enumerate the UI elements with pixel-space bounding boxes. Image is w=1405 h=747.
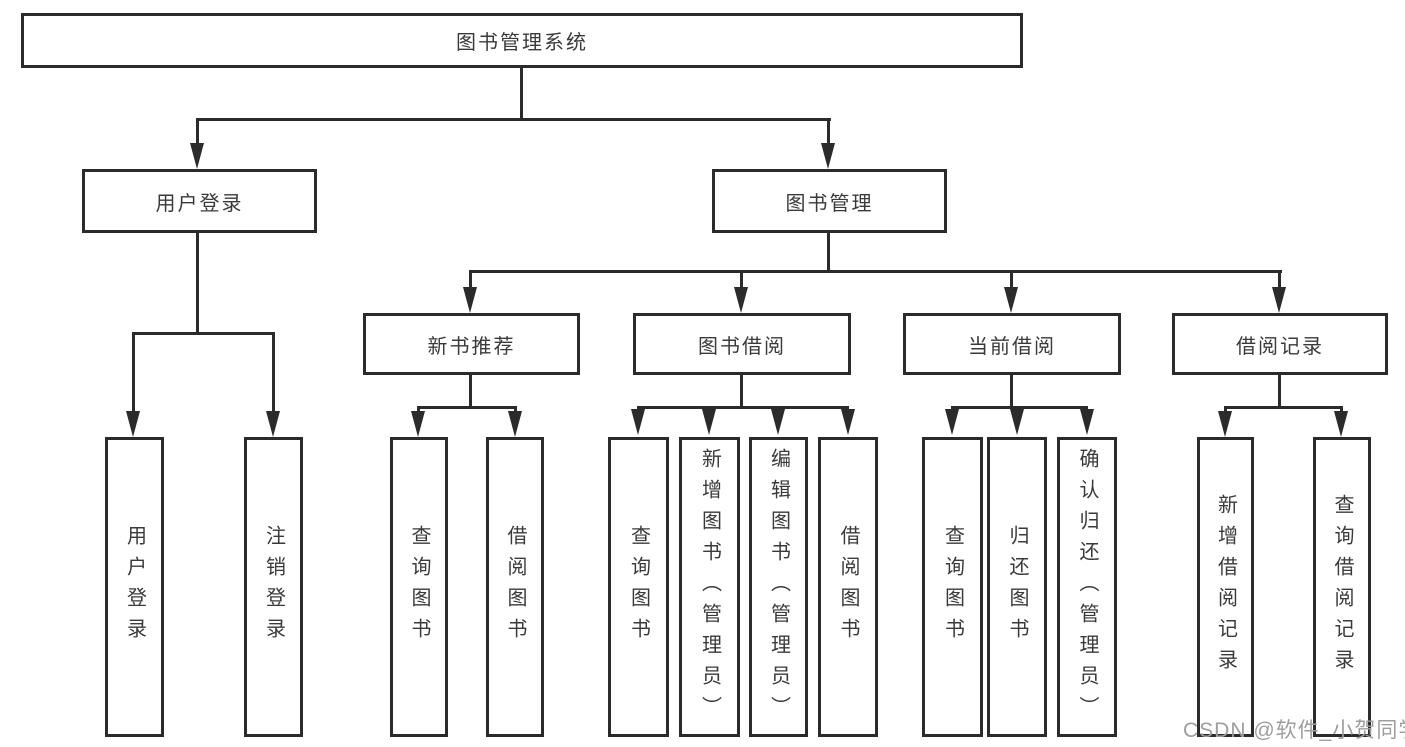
node-root-label: 图书管理系统 — [456, 32, 588, 54]
connector-line — [740, 270, 743, 292]
leaf-query-books-borrowing: 查询图书 — [608, 437, 669, 737]
leaf-return-books-label: 归还图书 — [1006, 525, 1028, 649]
leaf-return-books: 归还图书 — [987, 437, 1047, 737]
leaf-query-books-recommend-label: 查询图书 — [408, 525, 430, 649]
node-current-borrowing: 当前借阅 — [903, 313, 1121, 375]
node-new-book-recommendation: 新书推荐 — [363, 313, 580, 375]
connector-line — [417, 406, 517, 409]
node-current-borrowing-label: 当前借阅 — [968, 335, 1056, 358]
connector-line — [469, 375, 472, 409]
arrow-down-icon — [190, 143, 204, 169]
node-root: 图书管理系统 — [21, 13, 1023, 68]
leaf-add-books-admin-label: 新增图书（管理员） — [698, 447, 721, 727]
node-borrowing-records-label: 借阅记录 — [1236, 335, 1324, 358]
leaf-confirm-return-admin-label: 确认归还（管理员） — [1076, 447, 1098, 727]
arrow-down-icon — [1272, 287, 1286, 313]
arrow-down-icon — [508, 411, 522, 437]
arrow-down-icon — [702, 409, 716, 435]
connector-line — [196, 118, 199, 150]
arrow-down-icon — [821, 143, 835, 169]
leaf-user-login-label: 用户登录 — [123, 525, 146, 649]
connector-line — [827, 233, 830, 273]
connector-line — [1224, 406, 1343, 409]
connector-line — [1010, 375, 1013, 409]
connector-line — [520, 68, 523, 121]
leaf-user-login: 用户登录 — [105, 437, 164, 737]
arrow-down-icon — [463, 287, 477, 313]
node-book-borrowing-label: 图书借阅 — [698, 335, 786, 358]
connector-line — [469, 270, 472, 292]
node-book-borrowing: 图书借阅 — [633, 313, 851, 375]
leaf-edit-books-admin: 编辑图书（管理员） — [749, 437, 808, 737]
leaf-edit-books-admin-label: 编辑图书（管理员） — [767, 447, 790, 727]
arrow-down-icon — [411, 411, 425, 437]
arrow-down-icon — [631, 409, 645, 435]
leaf-add-books-admin: 新增图书（管理员） — [679, 437, 740, 737]
connector-line — [272, 332, 275, 417]
arrow-down-icon — [1080, 409, 1094, 435]
leaf-add-borrow-record: 新增借阅记录 — [1197, 437, 1254, 737]
arrow-down-icon — [771, 409, 785, 435]
arrow-down-icon — [1218, 411, 1232, 437]
arrow-down-icon — [126, 411, 140, 437]
connector-line — [951, 406, 1088, 409]
leaf-query-books-recommend: 查询图书 — [390, 437, 448, 737]
connector-line — [1010, 270, 1013, 292]
arrow-down-icon — [945, 409, 959, 435]
node-user-login: 用户登录 — [82, 169, 317, 233]
leaf-confirm-return-admin: 确认归还（管理员） — [1057, 437, 1117, 737]
leaf-query-books-borrowing-label: 查询图书 — [627, 525, 650, 649]
leaf-borrow-books-label: 借阅图书 — [837, 525, 859, 649]
node-book-management: 图书管理 — [712, 169, 947, 233]
connector-line — [1278, 375, 1281, 409]
connector-line — [197, 118, 831, 121]
node-user-login-label: 用户登录 — [155, 192, 244, 215]
arrow-down-icon — [1004, 287, 1018, 313]
arrow-down-icon — [734, 287, 748, 313]
connector-line — [132, 332, 135, 417]
arrow-down-icon — [266, 411, 280, 437]
arrow-down-icon — [841, 409, 855, 435]
arrow-down-icon — [1010, 409, 1024, 435]
leaf-query-borrow-record-label: 查询借阅记录 — [1331, 494, 1353, 680]
node-book-management-label: 图书管理 — [785, 192, 874, 215]
leaf-query-books-current: 查询图书 — [922, 437, 983, 737]
leaf-borrow-books: 借阅图书 — [818, 437, 878, 737]
leaf-logout: 注销登录 — [244, 437, 303, 737]
connector-line — [637, 406, 849, 409]
node-borrowing-records: 借阅记录 — [1172, 313, 1388, 375]
connector-line — [469, 270, 1282, 273]
connector-line — [740, 375, 743, 409]
leaf-borrow-books-recommend: 借阅图书 — [486, 437, 544, 737]
leaf-logout-label: 注销登录 — [262, 525, 285, 649]
connector-line — [1278, 270, 1281, 292]
leaf-query-borrow-record: 查询借阅记录 — [1313, 437, 1371, 737]
connector-line — [132, 332, 275, 335]
connector-line — [196, 233, 199, 335]
arrow-down-icon — [1334, 411, 1348, 437]
watermark-text: CSDN @软件_小贺同学 — [1183, 719, 1405, 742]
connector-line — [827, 118, 830, 150]
leaf-add-borrow-record-label: 新增借阅记录 — [1214, 494, 1237, 680]
leaf-borrow-books-recommend-label: 借阅图书 — [504, 525, 526, 649]
node-new-book-recommendation-label: 新书推荐 — [427, 335, 516, 358]
leaf-query-books-current-label: 查询图书 — [941, 525, 964, 649]
